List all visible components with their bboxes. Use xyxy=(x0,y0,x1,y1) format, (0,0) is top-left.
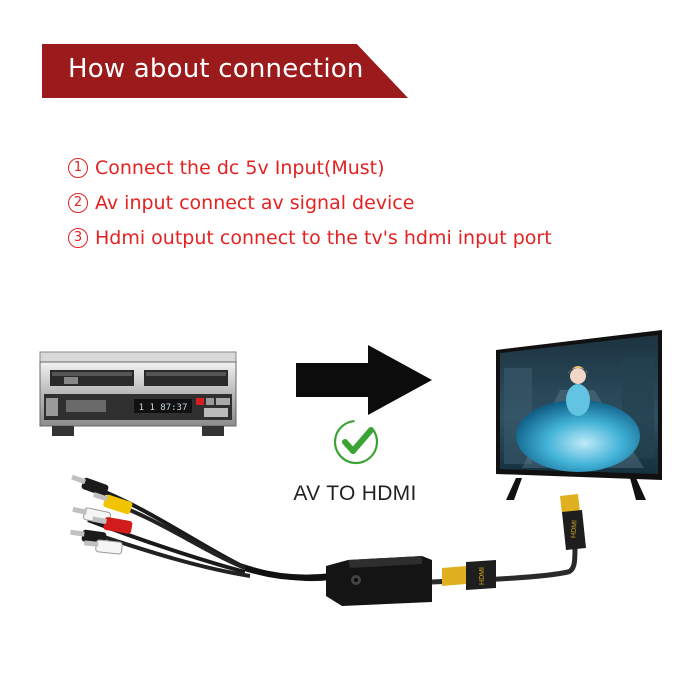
hdmi-plug: HDMI xyxy=(560,494,586,550)
step-text: Av input connect av signal device xyxy=(95,191,415,214)
instruction-step: 1 Connect the dc 5v Input(Must) xyxy=(68,150,552,185)
step-number: 1 xyxy=(68,157,88,178)
arrow-right-icon xyxy=(296,345,432,415)
page-title: How about connection xyxy=(68,54,364,84)
step-number: 3 xyxy=(68,227,88,248)
hdmi-plug-label: HDMI xyxy=(479,567,486,585)
instruction-list: 1 Connect the dc 5v Input(Must) 2 Av inp… xyxy=(68,150,552,255)
check-circle-icon xyxy=(333,419,379,465)
step-text: Hdmi output connect to the tv's hdmi inp… xyxy=(95,226,552,249)
vcr-player-icon: 1 1 87:37 xyxy=(39,351,237,436)
hdmi-plug-label: HDMI xyxy=(570,520,578,538)
step-text: Connect the dc 5v Input(Must) xyxy=(95,156,385,179)
rca-plug-white xyxy=(84,539,123,555)
instruction-step: 2 Av input connect av signal device xyxy=(68,185,552,220)
header-banner xyxy=(42,44,408,98)
rca-plug-yellow xyxy=(92,492,133,515)
instruction-step: 3 Hdmi output connect to the tv's hdmi i… xyxy=(68,220,552,255)
flat-screen-tv-icon xyxy=(496,330,662,500)
adapter-box xyxy=(326,556,432,606)
step-number: 2 xyxy=(68,192,88,213)
rca-plug-red xyxy=(92,516,133,534)
product-caption: AV TO HDMI xyxy=(293,482,417,505)
rca-plug-black xyxy=(71,474,109,497)
vcr-display: 1 1 87:37 xyxy=(139,403,188,413)
hdmi-plug: HDMI xyxy=(442,560,496,590)
